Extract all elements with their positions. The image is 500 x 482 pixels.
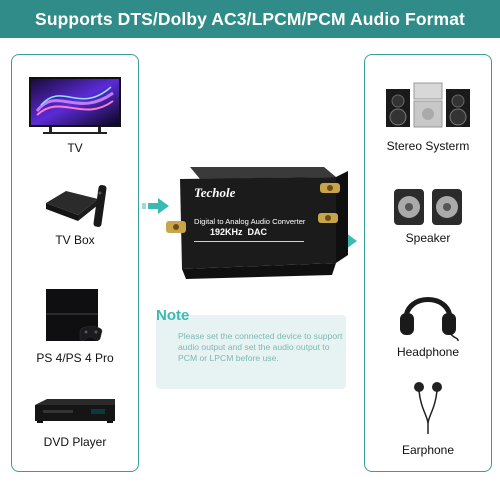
source-label-tv: TV bbox=[67, 141, 83, 155]
output-label-speaker: Speaker bbox=[405, 231, 451, 245]
dac-subtitle-label: Digital to Analog Audio Converter bbox=[194, 217, 306, 226]
speaker-icon bbox=[365, 187, 491, 227]
dac-converter-device: Techole Digital to Analog Audio Converte… bbox=[160, 165, 350, 285]
note-title: Note bbox=[156, 307, 190, 324]
output-label-stereo-system: Stereo Systerm bbox=[386, 139, 470, 153]
dac-spec-label: 192KHz DAC bbox=[210, 227, 268, 237]
stereo-system-icon bbox=[365, 77, 491, 129]
source-label-ps4: PS 4/PS 4 Pro bbox=[36, 351, 114, 365]
headphone-icon bbox=[365, 283, 491, 341]
source-label-dvd-player: DVD Player bbox=[43, 435, 107, 449]
game-console-icon bbox=[12, 287, 138, 347]
input-arrow-icon bbox=[142, 198, 169, 214]
dac-brand-label: Techole bbox=[194, 185, 236, 200]
dvd-player-icon bbox=[12, 397, 138, 425]
header-banner: Supports DTS/Dolby AC3/LPCM/PCM Audio Fo… bbox=[0, 0, 500, 38]
banner-title: Supports DTS/Dolby AC3/LPCM/PCM Audio Fo… bbox=[35, 8, 465, 29]
earphone-icon bbox=[365, 379, 491, 435]
output-label-earphone: Earphone bbox=[401, 443, 455, 457]
source-label-tv-box: TV Box bbox=[55, 233, 95, 247]
note-text: Please set the connected device to suppo… bbox=[178, 331, 343, 363]
tv-box-icon bbox=[12, 181, 138, 231]
tv-icon bbox=[12, 75, 138, 135]
source-devices-panel: TV TV Box PS 4/PS 4 Pro bbox=[11, 54, 139, 472]
output-devices-panel: Stereo Systerm Speaker Headphone bbox=[364, 54, 492, 472]
output-label-headphone: Headphone bbox=[396, 345, 460, 359]
note-box: Note Please set the connected device to … bbox=[156, 307, 346, 389]
dac-device-body bbox=[166, 167, 348, 279]
